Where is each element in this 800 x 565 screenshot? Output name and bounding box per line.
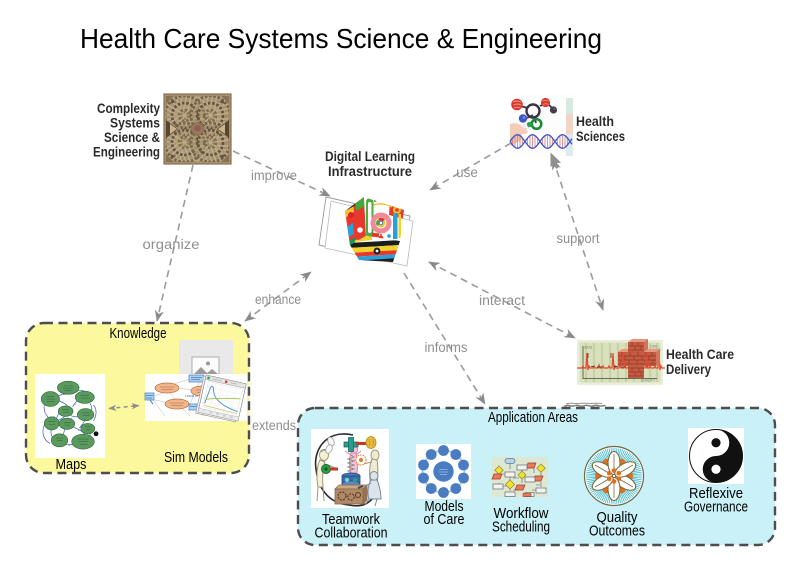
svg-text:Reflexive: Reflexive xyxy=(689,485,743,502)
svg-text:Quality: Quality xyxy=(597,509,638,526)
svg-text:+: + xyxy=(53,414,55,418)
svg-text:use: use xyxy=(456,165,478,180)
svg-text:extends: extends xyxy=(252,418,296,433)
svg-text:Collaboration: Collaboration xyxy=(315,525,388,542)
svg-text:Sciences: Sciences xyxy=(576,128,625,144)
svg-text:Health: Health xyxy=(576,113,614,129)
svg-text:Complexity: Complexity xyxy=(97,100,160,116)
svg-text:+: + xyxy=(78,428,80,432)
svg-text:Delivery: Delivery xyxy=(666,361,711,377)
svg-text:10: 10 xyxy=(209,410,213,415)
svg-text:Health Care: Health Care xyxy=(666,346,734,362)
svg-text:interact: interact xyxy=(479,293,525,308)
svg-text:Knowledge: Knowledge xyxy=(110,325,167,342)
svg-text:40: 40 xyxy=(229,415,233,420)
svg-text:Health Care Systems Science &: Health Care Systems Science & Engineerin… xyxy=(80,23,602,54)
svg-text:Outcomes: Outcomes xyxy=(589,523,645,540)
svg-text:Infrastructure: Infrastructure xyxy=(328,163,412,179)
svg-text:enhance: enhance xyxy=(255,292,301,307)
svg-text:Models: Models xyxy=(425,498,464,515)
svg-text:improve: improve xyxy=(251,168,297,183)
svg-text:+: + xyxy=(68,443,70,447)
svg-text:organize: organize xyxy=(143,237,200,252)
svg-text:Governance: Governance xyxy=(684,499,748,516)
svg-text:-: - xyxy=(53,406,54,410)
svg-text:Digital Learning: Digital Learning xyxy=(325,148,415,164)
svg-text:30: 30 xyxy=(223,413,227,418)
svg-text:Teamwork: Teamwork xyxy=(322,511,380,528)
svg-text:Systems: Systems xyxy=(110,115,160,131)
svg-text:Engineering: Engineering xyxy=(93,144,160,160)
svg-text:+: + xyxy=(74,402,76,406)
svg-text:Scheduling: Scheduling xyxy=(492,519,550,536)
svg-text:-: - xyxy=(61,428,62,432)
svg-text:+: + xyxy=(90,399,92,403)
svg-text:Leads to: Leads to xyxy=(185,394,198,398)
svg-text:support: support xyxy=(557,231,600,246)
svg-text:informs: informs xyxy=(425,340,468,355)
svg-text:of Care: of Care xyxy=(424,511,465,528)
svg-text:ECG: ECG xyxy=(585,346,593,350)
svg-text:20: 20 xyxy=(216,412,220,417)
svg-text:QUALITY: QUALITY xyxy=(641,379,656,383)
svg-text:1000: 1000 xyxy=(650,345,658,349)
svg-text:+: + xyxy=(71,416,73,420)
svg-text:t: t xyxy=(203,409,205,413)
svg-text:Workflow: Workflow xyxy=(494,505,549,522)
svg-text:Application Areas: Application Areas xyxy=(488,409,578,426)
svg-text:+: + xyxy=(60,393,62,397)
svg-text:+: + xyxy=(88,433,90,437)
svg-text:Sim Models: Sim Models xyxy=(164,449,228,466)
svg-text:Maps: Maps xyxy=(56,456,87,473)
svg-text:Science &: Science & xyxy=(104,129,160,145)
